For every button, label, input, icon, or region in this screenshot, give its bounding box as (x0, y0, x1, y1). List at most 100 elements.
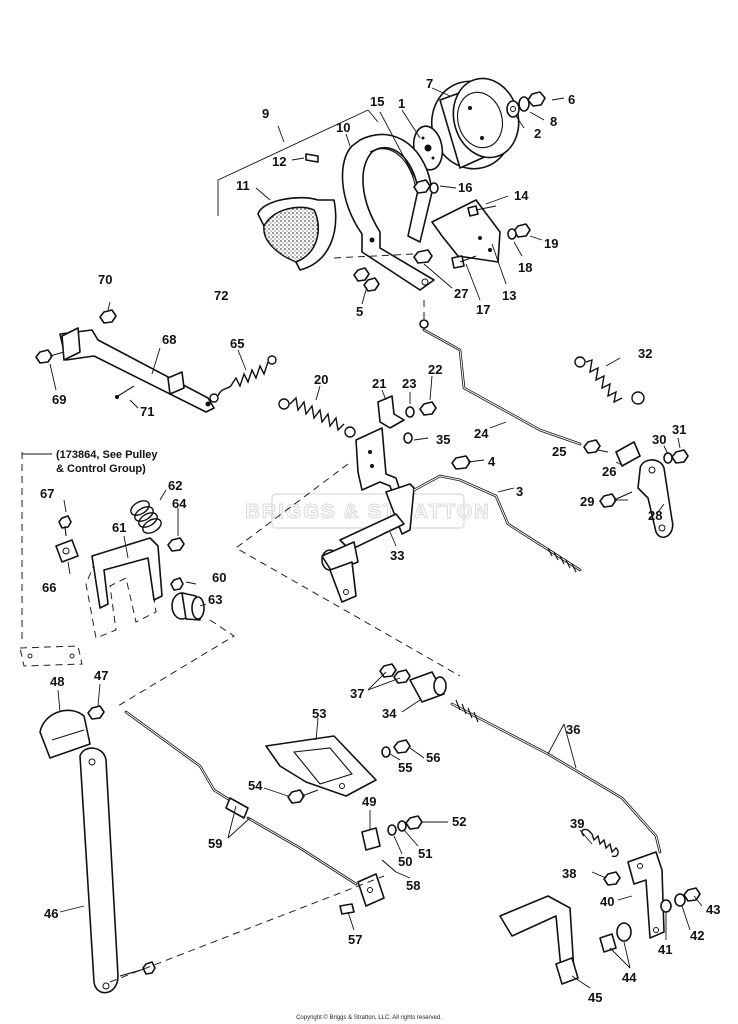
callout-46: 46 (44, 906, 58, 921)
callout-11: 11 (236, 178, 250, 193)
callout-41: 41 (658, 942, 672, 957)
alignment-lines (109, 253, 461, 983)
callout-9: 9 (262, 106, 269, 121)
callout-10: 10 (336, 120, 350, 135)
part-10-brake-band (341, 133, 435, 291)
callout-16: 16 (458, 180, 472, 195)
part-39-spring (581, 828, 619, 858)
part-3-rod (412, 474, 582, 573)
part-49-clevis (357, 827, 385, 907)
callout-59: 59 (208, 836, 222, 851)
callout-33: 33 (390, 548, 404, 563)
callout-39: 39 (570, 816, 584, 831)
part-47-screw (87, 705, 105, 720)
callout-38: 38 (562, 866, 576, 881)
callout-6: 6 (568, 92, 575, 107)
part-45-bell-crank (499, 895, 579, 985)
part-14-bolt (467, 205, 497, 217)
part-27-nut (413, 249, 433, 264)
callout-35: 35 (436, 432, 450, 447)
callout-36: 36 (566, 722, 580, 737)
callout-25: 25 (552, 444, 566, 459)
part-64-nut (167, 537, 185, 552)
parts-41-42-43 (660, 887, 701, 913)
part-61-bracket (91, 537, 163, 609)
part-65-spring (209, 355, 277, 403)
callout-62: 62 (168, 478, 182, 493)
part-60-screw (170, 577, 184, 591)
callout-40: 40 (600, 894, 614, 909)
leader-lines (49, 87, 703, 989)
part-29-bolt (599, 491, 633, 508)
part-22-bolt (419, 401, 437, 416)
callout-67: 67 (40, 486, 54, 501)
part-63-bushing (171, 592, 205, 621)
part-11-brake-lining (257, 196, 337, 271)
callout-45: 45 (588, 990, 602, 1005)
callout-17: 17 (476, 302, 490, 317)
part-48-pedal-pad (39, 709, 91, 759)
callout-68: 68 (162, 332, 176, 347)
callout-15: 15 (370, 94, 384, 109)
part-21-bracket (377, 395, 405, 429)
callout-69: 69 (52, 392, 66, 407)
part-68-bracket (59, 327, 215, 413)
callout-57: 57 (348, 932, 362, 947)
parts-30-31 (663, 449, 689, 464)
callout-26: 26 (602, 464, 616, 479)
part-32-spring (574, 356, 645, 405)
callout-56: 56 (426, 750, 440, 765)
callout-55: 55 (398, 760, 412, 775)
part-17-bolt (451, 255, 477, 269)
callout-47: 47 (94, 668, 108, 683)
callout-54: 54 (248, 778, 263, 793)
callout-71: 71 (140, 404, 154, 419)
callout-19: 19 (544, 236, 558, 251)
callout-3: 3 (516, 484, 523, 499)
callout-1: 1 (398, 96, 405, 111)
watermark: BRIGGS & STRATTON (245, 493, 489, 529)
callout-65: 65 (230, 336, 244, 351)
callout-70: 70 (98, 272, 112, 287)
part-33-cross-shaft (321, 427, 415, 603)
part-4-nut (451, 455, 471, 470)
callout-31: 31 (672, 422, 686, 437)
parts-55-56 (381, 739, 411, 758)
callout-44: 44 (622, 970, 637, 985)
part-38-nut (603, 871, 621, 886)
callout-72: 72 (214, 288, 228, 303)
callout-66: 66 (42, 580, 56, 595)
part-7-brake-drum (430, 77, 520, 170)
part-37-nuts (379, 663, 411, 684)
part-13-bracket (431, 199, 501, 263)
part-53-bracket (265, 735, 377, 797)
callout-50: 50 (398, 854, 412, 869)
part-36-rod (450, 699, 662, 854)
note-line-2: & Control Group) (56, 463, 146, 475)
callout-labels: 1 2 3 4 5 6 7 8 9 10 11 12 13 14 15 16 1… (40, 76, 720, 1005)
callout-24: 24 (474, 426, 489, 441)
callout-9-bracket (217, 109, 379, 216)
callout-5: 5 (356, 304, 363, 319)
part-57-pin (339, 903, 355, 915)
parts-6-8-2-nut-washers (506, 91, 546, 118)
callout-22: 22 (428, 362, 442, 377)
callout-48: 48 (50, 674, 64, 689)
copyright: Copyright © Briggs & Stratton, LLC. All … (296, 1014, 442, 1021)
pulley-control-group (19, 452, 157, 667)
callout-43: 43 (706, 902, 720, 917)
part-67-screw (58, 515, 72, 537)
part-62-spring (130, 500, 162, 534)
callout-23: 23 (402, 376, 416, 391)
part-28-lever (637, 459, 674, 538)
part-46-pedal-arm (79, 747, 156, 994)
part-34-pin (409, 671, 447, 703)
callout-21: 21 (372, 376, 386, 391)
callout-64: 64 (172, 496, 187, 511)
callout-20: 20 (314, 372, 328, 387)
parts-50-51-52 (387, 815, 423, 836)
callout-8: 8 (550, 114, 557, 129)
part-71-pin (115, 385, 135, 399)
part-66-block (55, 539, 79, 563)
